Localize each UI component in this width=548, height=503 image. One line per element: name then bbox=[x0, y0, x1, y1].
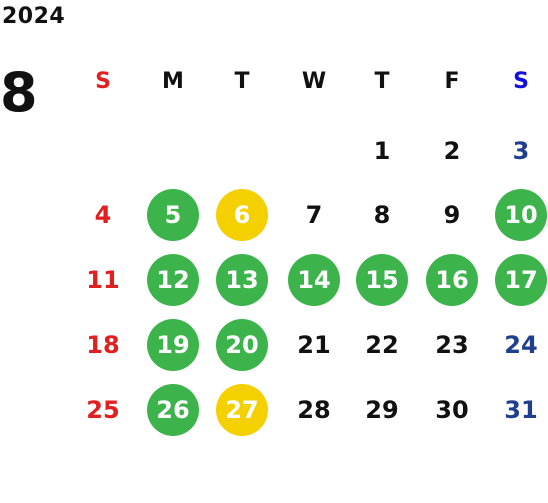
calendar-day[interactable]: 16 bbox=[426, 254, 478, 306]
calendar-day[interactable]: 31 bbox=[504, 396, 538, 424]
calendar-day[interactable]: 8 bbox=[373, 201, 391, 229]
calendar-day[interactable]: 9 bbox=[443, 201, 461, 229]
calendar-day[interactable]: 26 bbox=[147, 384, 199, 436]
calendar-day[interactable]: 23 bbox=[435, 331, 469, 359]
calendar-day[interactable]: 25 bbox=[86, 396, 120, 424]
year-label: 2024 bbox=[2, 4, 66, 29]
calendar-day[interactable]: 14 bbox=[288, 254, 340, 306]
calendar-day[interactable]: 17 bbox=[495, 254, 547, 306]
weekday-header: T bbox=[234, 68, 250, 94]
weekday-header: W bbox=[301, 68, 327, 94]
month-label: 8 bbox=[0, 61, 38, 124]
calendar-day[interactable]: 6 bbox=[216, 189, 268, 241]
calendar-day[interactable]: 15 bbox=[356, 254, 408, 306]
calendar-day[interactable]: 24 bbox=[504, 331, 538, 359]
weekday-header: M bbox=[162, 68, 184, 94]
calendar-day[interactable]: 19 bbox=[147, 319, 199, 371]
calendar-day[interactable]: 3 bbox=[512, 137, 530, 165]
calendar-day[interactable]: 21 bbox=[297, 331, 331, 359]
calendar-day[interactable]: 2 bbox=[443, 137, 461, 165]
weekday-header: F bbox=[444, 68, 460, 94]
calendar-day[interactable]: 29 bbox=[365, 396, 399, 424]
weekday-header: S bbox=[513, 68, 529, 94]
calendar-day[interactable]: 5 bbox=[147, 189, 199, 241]
calendar-day[interactable]: 13 bbox=[216, 254, 268, 306]
calendar-day[interactable]: 27 bbox=[216, 384, 268, 436]
calendar-day[interactable]: 28 bbox=[297, 396, 331, 424]
calendar-day[interactable]: 11 bbox=[86, 266, 120, 294]
calendar-day[interactable]: 20 bbox=[216, 319, 268, 371]
weekday-header: T bbox=[374, 68, 390, 94]
calendar-day[interactable]: 7 bbox=[305, 201, 323, 229]
calendar-day[interactable]: 4 bbox=[94, 201, 112, 229]
calendar-day[interactable]: 30 bbox=[435, 396, 469, 424]
calendar-day[interactable]: 22 bbox=[365, 331, 399, 359]
calendar-day[interactable]: 10 bbox=[495, 189, 547, 241]
weekday-header: S bbox=[95, 68, 111, 94]
calendar-day[interactable]: 18 bbox=[86, 331, 120, 359]
calendar-day[interactable]: 1 bbox=[373, 137, 391, 165]
calendar-day[interactable]: 12 bbox=[147, 254, 199, 306]
